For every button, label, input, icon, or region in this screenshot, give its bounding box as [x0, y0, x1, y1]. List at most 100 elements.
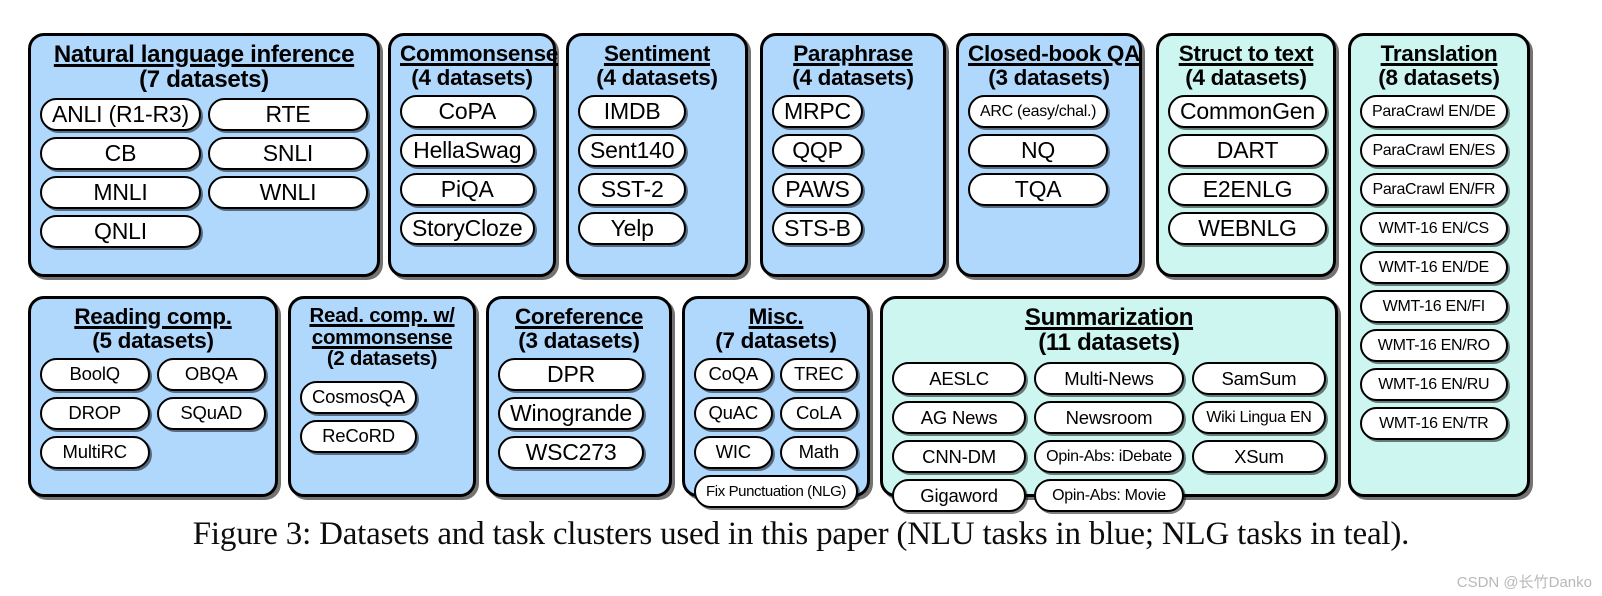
dataset-pill[interactable]: WMT-16 EN/RO — [1360, 329, 1508, 363]
cluster-title: Closed-book QA — [968, 41, 1141, 66]
dataset-pill[interactable]: MNLI — [40, 176, 201, 210]
dataset-pill[interactable]: Math — [779, 436, 858, 470]
cluster-natural-language-inference: Natural language inference (7 datasets) … — [28, 33, 380, 277]
dataset-pill[interactable]: Fix Punctuation (NLG) — [694, 475, 858, 509]
dataset-pill[interactable]: DPR — [498, 358, 645, 392]
dataset-pill[interactable]: PiQA — [400, 173, 535, 207]
cluster-summarization: Summarization (11 datasets) AESLC Multi-… — [880, 296, 1338, 513]
cluster-commonsense: Commonsense (4 datasets) CoPA HellaSwag … — [388, 33, 558, 277]
dataset-pill[interactable]: CoLA — [779, 397, 858, 431]
dataset-list: ParaCrawl EN/DE ParaCrawl EN/ES ParaCraw… — [1360, 95, 1518, 441]
dataset-pill[interactable]: CommonGen — [1168, 95, 1327, 129]
dataset-pill[interactable]: MRPC — [772, 95, 863, 129]
cluster-subtitle: (4 datasets) — [792, 64, 914, 90]
dataset-list: BoolQ OBQA DROP SQuAD MultiRC — [40, 358, 266, 470]
dataset-pill[interactable]: Winogrande — [498, 397, 645, 431]
dataset-pill[interactable]: WMT-16 EN/CS — [1360, 212, 1508, 246]
cluster-translation: Translation (8 datasets) ParaCrawl EN/DE… — [1348, 33, 1530, 497]
dataset-pill[interactable]: Newsroom — [1034, 401, 1184, 435]
cluster-title: Reading comp. — [74, 304, 232, 329]
dataset-pill[interactable]: IMDB — [578, 95, 687, 129]
dataset-pill[interactable]: SamSum — [1191, 362, 1326, 396]
dataset-pill[interactable]: STS-B — [772, 212, 863, 246]
figure-caption: Figure 3: Datasets and task clusters use… — [192, 516, 1410, 552]
dataset-pill[interactable]: ParaCrawl EN/DE — [1360, 95, 1508, 129]
cluster-subtitle: (3 datasets) — [518, 327, 640, 353]
dataset-pill[interactable]: SST-2 — [578, 173, 687, 207]
cluster-closed-book-qa: Closed-book QA (3 datasets) ARC (easy/ch… — [956, 33, 1142, 277]
dataset-pill[interactable]: HellaSwag — [400, 134, 535, 168]
dataset-pill[interactable]: TREC — [779, 358, 858, 392]
dataset-list: CoPA HellaSwag PiQA StoryCloze — [400, 95, 544, 246]
dataset-pill[interactable]: CNN-DM — [892, 440, 1027, 474]
dataset-pill[interactable]: Wiki Lingua EN — [1191, 401, 1326, 435]
cluster-subtitle: (5 datasets) — [92, 327, 214, 353]
cluster-title: Read. comp. w/ commonsense — [300, 305, 464, 348]
cluster-subtitle: (4 datasets) — [596, 64, 718, 90]
cluster-reading-comprehension: Reading comp. (5 datasets) BoolQ OBQA DR… — [28, 296, 278, 497]
dataset-pill[interactable]: Opin-Abs: iDebate — [1034, 440, 1184, 474]
dataset-pill[interactable]: WIC — [694, 436, 773, 470]
dataset-list: IMDB Sent140 SST-2 Yelp — [578, 95, 736, 246]
dataset-pill[interactable]: E2ENLG — [1168, 173, 1327, 207]
dataset-pill[interactable]: Multi-News — [1034, 362, 1184, 396]
dataset-pill[interactable]: Sent140 — [578, 134, 687, 168]
dataset-pill[interactable]: CoPA — [400, 95, 535, 129]
cluster-coreference: Coreference (3 datasets) DPR Winogrande … — [486, 296, 672, 497]
dataset-pill[interactable]: ReCoRD — [300, 419, 417, 453]
dataset-pill[interactable]: NQ — [968, 134, 1109, 168]
dataset-pill[interactable]: PAWS — [772, 173, 863, 207]
cluster-struct-to-text: Struct to text (4 datasets) CommonGen DA… — [1156, 33, 1336, 277]
dataset-pill[interactable]: QNLI — [40, 215, 201, 249]
dataset-pill[interactable]: CB — [40, 137, 201, 171]
dataset-list: MRPC QQP PAWS STS-B — [772, 95, 934, 246]
cluster-title: Commonsense — [400, 41, 558, 66]
dataset-pill[interactable]: Yelp — [578, 212, 687, 246]
dataset-list: CoQA TREC QuAC CoLA WIC Math Fix Punctua… — [694, 358, 858, 509]
cluster-subtitle: (11 datasets) — [1038, 329, 1180, 357]
dataset-pill[interactable]: SQuAD — [156, 397, 266, 431]
dataset-pill[interactable]: WNLI — [207, 176, 368, 210]
dataset-list: AESLC Multi-News SamSum AG News Newsroom… — [892, 362, 1326, 513]
dataset-pill[interactable]: WMT-16 EN/RU — [1360, 368, 1508, 402]
dataset-pill[interactable]: Opin-Abs: Movie — [1034, 479, 1184, 513]
dataset-pill[interactable]: QQP — [772, 134, 863, 168]
dataset-pill[interactable]: Gigaword — [892, 479, 1027, 513]
dataset-pill[interactable]: WMT-16 EN/DE — [1360, 251, 1508, 285]
dataset-pill[interactable]: WSC273 — [498, 436, 645, 470]
dataset-pill[interactable]: XSum — [1191, 440, 1326, 474]
cluster-subtitle: (7 datasets) — [715, 327, 837, 353]
cluster-title: Paraphrase — [793, 41, 913, 66]
watermark: CSDN @长竹Danko — [1456, 574, 1592, 591]
dataset-pill[interactable]: ParaCrawl EN/ES — [1360, 134, 1508, 168]
cluster-title-line2: commonsense — [311, 325, 453, 349]
dataset-list: ANLI (R1-R3) RTE CB SNLI MNLI WNLI QNLI — [40, 98, 368, 249]
dataset-pill[interactable]: ANLI (R1-R3) — [40, 98, 201, 132]
dataset-pill[interactable]: ParaCrawl EN/FR — [1360, 173, 1508, 207]
cluster-title: Coreference — [514, 304, 643, 329]
dataset-pill[interactable]: AG News — [892, 401, 1027, 435]
dataset-pill[interactable]: CosmosQA — [300, 380, 417, 414]
dataset-pill[interactable]: MultiRC — [40, 436, 150, 470]
dataset-pill[interactable]: WMT-16 EN/TR — [1360, 407, 1508, 441]
dataset-pill[interactable]: RTE — [207, 98, 368, 132]
dataset-pill[interactable]: WMT-16 EN/FI — [1360, 290, 1508, 324]
dataset-pill[interactable]: TQA — [968, 173, 1109, 207]
dataset-pill[interactable]: ARC (easy/chal.) — [968, 95, 1109, 129]
dataset-pill[interactable]: DROP — [40, 397, 150, 431]
dataset-pill[interactable]: StoryCloze — [400, 212, 535, 246]
dataset-list: CosmosQA ReCoRD — [300, 380, 464, 453]
dataset-pill[interactable]: AESLC — [892, 362, 1027, 396]
dataset-pill[interactable]: CoQA — [694, 358, 773, 392]
dataset-pill[interactable]: BoolQ — [40, 358, 150, 392]
dataset-pill[interactable]: WEBNLG — [1168, 212, 1327, 246]
cluster-subtitle: (8 datasets) — [1378, 64, 1500, 90]
dataset-pill[interactable]: SNLI — [207, 137, 368, 171]
dataset-pill[interactable]: QuAC — [694, 397, 773, 431]
cluster-paraphrase: Paraphrase (4 datasets) MRPC QQP PAWS ST… — [760, 33, 946, 277]
cluster-title: Summarization — [1024, 304, 1194, 331]
dataset-pill[interactable]: OBQA — [156, 358, 266, 392]
cluster-subtitle: (3 datasets) — [988, 64, 1110, 90]
dataset-pill[interactable]: DART — [1168, 134, 1327, 168]
